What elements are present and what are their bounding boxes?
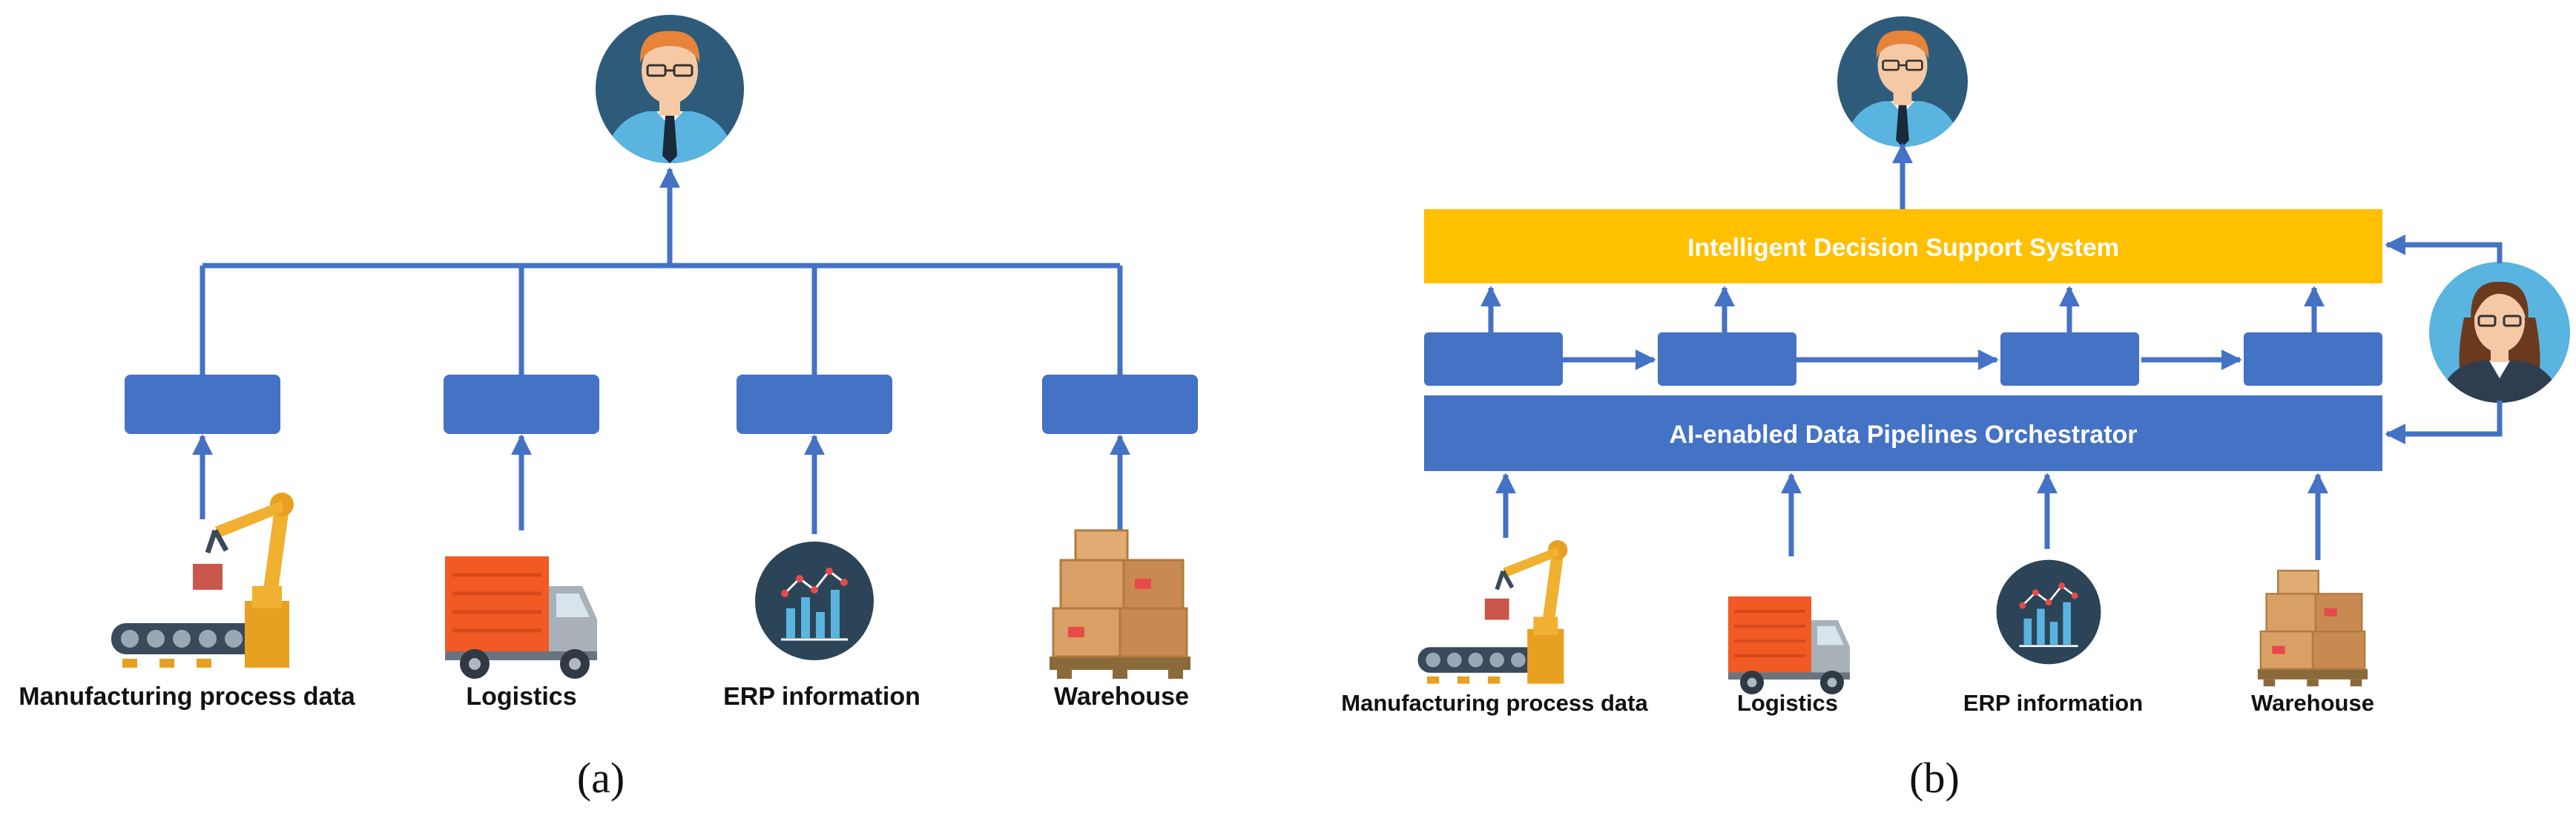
panel-a: Manufacturing process data Logistics ERP… <box>19 15 1198 802</box>
delivery-truck-icon <box>1728 596 1850 694</box>
robot-arm-conveyor-icon <box>1418 540 1568 684</box>
panel-a-box-erp <box>737 375 892 434</box>
panel-a-box-manufacturing <box>125 375 280 434</box>
pipeline-stage-1 <box>1424 332 1563 386</box>
decision-support-bar <box>1424 209 2382 283</box>
panel-b-label-logistics: Logistics <box>1737 690 1838 716</box>
panel-a-label-warehouse: Warehouse <box>1054 682 1189 711</box>
orchestrator-label: AI-enabled Data Pipelines Orchestrator <box>1669 421 2137 449</box>
decision-support-label: Intelligent Decision Support System <box>1687 234 2119 262</box>
panel-a-label-erp: ERP information <box>723 682 920 711</box>
panel-a-label-logistics: Logistics <box>466 682 576 711</box>
businessman-avatar-icon <box>1837 16 1968 147</box>
panel-b-caption: (b) <box>1909 754 1960 802</box>
analytics-chart-icon <box>1995 559 2102 665</box>
panel-b-label-manufacturing: Manufacturing process data <box>1341 690 1648 716</box>
pipeline-stage-3 <box>2000 332 2139 386</box>
panel-a-connectors <box>192 167 1130 542</box>
businesswoman-avatar-icon <box>2429 262 2570 407</box>
panel-a-label-manufacturing: Manufacturing process data <box>19 682 356 711</box>
panel-b: Intelligent Decision Support System AI-e… <box>1341 16 2570 802</box>
stacked-boxes-pallet-icon <box>2256 570 2369 688</box>
panel-b-connectors <box>1480 142 2503 560</box>
delivery-truck-icon <box>445 556 597 679</box>
panel-a-caption: (a) <box>577 754 625 802</box>
businessman-avatar-icon <box>596 15 744 163</box>
pipeline-stage-4 <box>2244 332 2382 386</box>
orchestrator-bar <box>1424 395 2382 471</box>
panel-b-label-warehouse: Warehouse <box>2251 690 2374 716</box>
analytics-chart-icon <box>754 540 875 662</box>
stacked-boxes-pallet-icon <box>1048 529 1192 680</box>
pipeline-stage-2 <box>1658 332 1796 386</box>
panel-a-box-warehouse <box>1042 375 1198 434</box>
panel-a-box-logistics <box>444 375 599 434</box>
panel-b-label-erp: ERP information <box>1963 690 2143 716</box>
